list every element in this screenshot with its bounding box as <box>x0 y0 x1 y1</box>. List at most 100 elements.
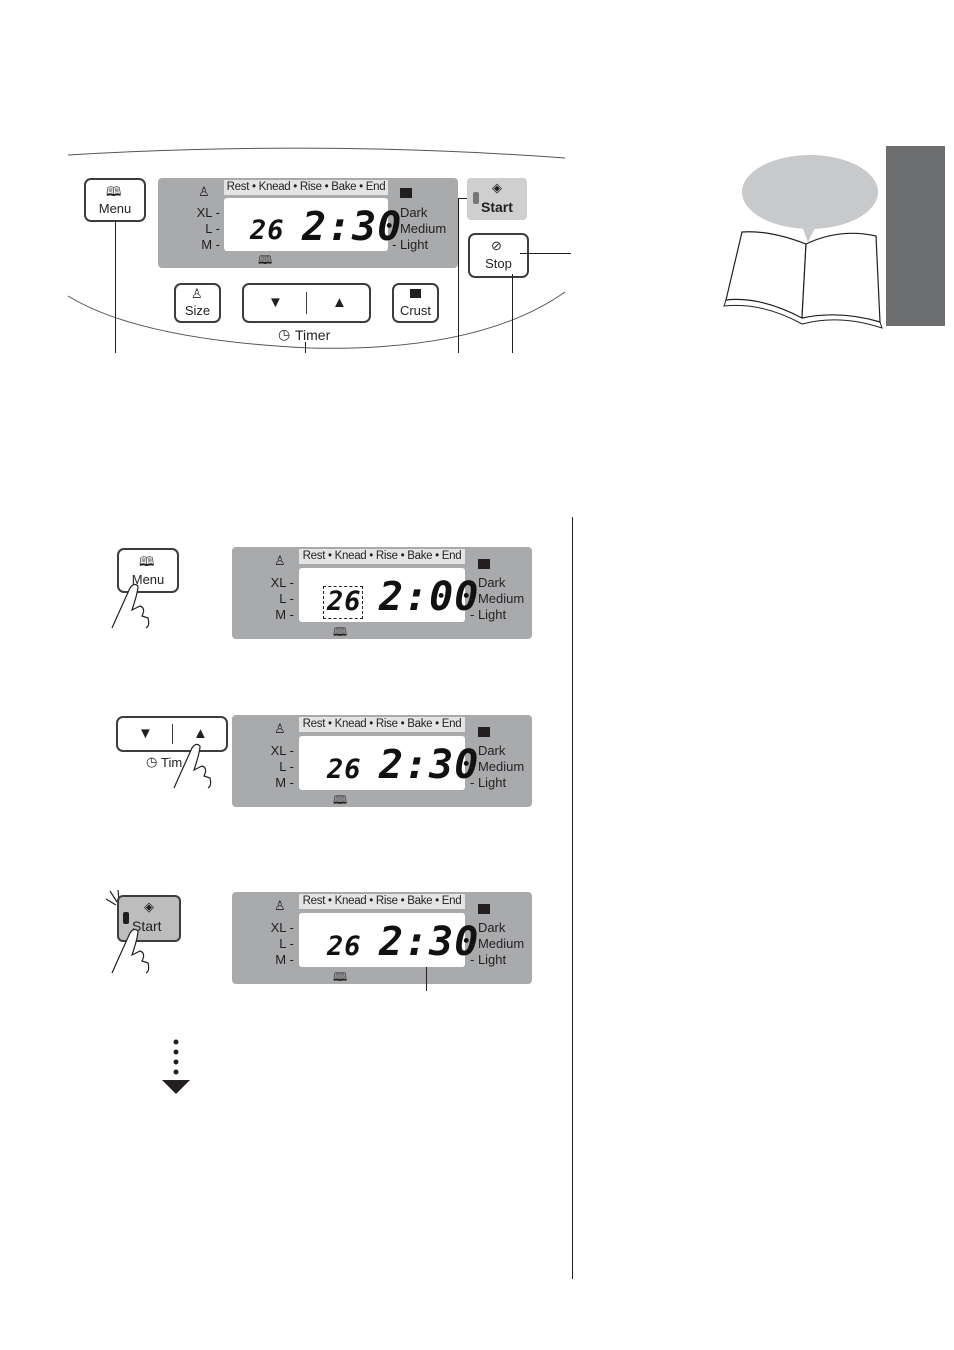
panel-outline <box>67 147 566 349</box>
step-2: ▼ ▲ ◷ Tim ♙ Rest • Knead • Rise • Bake •… <box>0 708 560 818</box>
menu-number-readout: 26 <box>327 586 362 617</box>
leader-line-timer <box>305 342 306 353</box>
step1-button-label: Menu <box>131 572 165 587</box>
step-1: 🕮 Menu ♙ Rest • Knead • Rise • Bake • En… <box>0 540 560 650</box>
menu-number-readout: 26 <box>250 215 285 246</box>
size-button-label: Size <box>184 303 211 318</box>
menu-book-icon: 🕮 <box>139 554 155 569</box>
crust-button-label: Crust <box>399 303 432 318</box>
crust-button[interactable]: Crust <box>392 283 439 323</box>
crust-icon <box>478 727 490 737</box>
stop-button[interactable]: ⊘ Stop <box>468 233 529 278</box>
size-m-label: M - <box>275 775 294 790</box>
start-button[interactable]: ◈ Start <box>467 178 527 220</box>
leader-line-menu <box>115 220 116 353</box>
timer-clock-icon: ◷ <box>146 754 158 769</box>
leader-line-stop <box>512 274 513 353</box>
stop-icon: ⊘ <box>491 238 502 253</box>
timer-up-arrow-icon[interactable]: ▲ <box>193 725 208 742</box>
lcd-screen: 26 2:30 <box>299 736 478 790</box>
crust-medium-label: - Medium <box>470 591 525 606</box>
timer-divider <box>306 292 307 314</box>
timer-down-arrow-icon[interactable]: ▼ <box>268 294 283 311</box>
menu-book-icon: 🕮 <box>106 184 122 199</box>
start-indicator-lamp <box>473 192 479 204</box>
leader-line-stop-h <box>520 253 571 254</box>
crust-icon <box>478 904 490 914</box>
status-strip: Rest • Knead • Rise • Bake • End <box>299 549 465 564</box>
size-loaf-icon: ♙ <box>274 898 286 913</box>
step2-button-label: Tim <box>161 755 183 770</box>
crust-icon <box>400 188 412 198</box>
menu-book-icon: 🕮 <box>333 970 348 984</box>
start-icon: ◈ <box>492 180 502 195</box>
status-strip: Rest • Knead • Rise • Bake • End <box>299 717 465 732</box>
pressing-finger-icon <box>173 743 212 789</box>
time-readout: 2:00 <box>379 574 480 620</box>
size-xl-label: XL - <box>270 575 294 590</box>
step1-lcd-display: ♙ Rest • Knead • Rise • Bake • End XL - … <box>232 547 532 639</box>
step3-start-button[interactable]: ◈ Start <box>117 895 181 942</box>
timer-up-arrow-icon[interactable]: ▲ <box>332 294 347 311</box>
start-indicator-lamp <box>123 912 129 924</box>
crust-light-label: - Light <box>392 237 429 252</box>
crust-dark-label: - Dark <box>470 575 506 590</box>
size-m-label: M - <box>275 952 294 967</box>
timer-clock-icon: ◷ <box>278 326 291 342</box>
crust-icon <box>410 289 421 298</box>
lcd-screen: 26 2:00 <box>299 568 478 622</box>
status-strip: Rest • Knead • Rise • Bake • End <box>224 180 388 195</box>
menu-book-icon: 🕮 <box>258 253 273 267</box>
start-button-label: Start <box>481 199 513 215</box>
stop-button-label: Stop <box>485 256 512 271</box>
timer-arrows-button[interactable]: ▼ ▲ <box>242 283 371 323</box>
crust-medium-label: - Medium <box>470 936 525 951</box>
size-xl-label: XL - <box>270 920 294 935</box>
step-3: ◈ Start ♙ Rest • Knead • Rise • Bake • E… <box>0 885 560 995</box>
leader-line-start-h <box>458 198 467 199</box>
lcd-screen: 26 2:30 <box>224 198 401 251</box>
leader-line-start <box>458 198 459 353</box>
size-xl-label: XL - <box>270 743 294 758</box>
step3-button-label: Start <box>132 918 162 934</box>
size-button[interactable]: ♙ Size <box>174 283 221 323</box>
size-loaf-icon: ♙ <box>274 553 286 568</box>
instruction-book-illustration <box>723 155 883 329</box>
dotted-down-arrow-icon <box>162 1039 190 1094</box>
menu-button-label: Menu <box>98 201 132 216</box>
menu-number-flashing-box <box>323 586 363 619</box>
step1-menu-button[interactable]: 🕮 Menu <box>117 548 179 593</box>
timer-down-arrow-icon[interactable]: ▼ <box>138 725 153 742</box>
timer-divider <box>172 724 173 744</box>
menu-number-readout: 26 <box>327 931 362 962</box>
size-loaf-icon: ♙ <box>274 721 286 736</box>
status-strip: Rest • Knead • Rise • Bake • End <box>299 894 465 909</box>
leader-line-time <box>426 967 427 991</box>
lcd-display: ♙ Rest • Knead • Rise • Bake • End XL - … <box>158 178 458 268</box>
menu-book-icon: 🕮 <box>333 625 348 639</box>
size-loaf-icon: ♙ <box>191 286 203 301</box>
timer-label: Timer <box>295 327 331 343</box>
crust-icon <box>478 559 490 569</box>
size-xl-label: XL - <box>196 205 220 220</box>
size-l-label: L - <box>279 936 294 951</box>
size-m-label: M - <box>275 607 294 622</box>
size-l-label: L - <box>279 591 294 606</box>
crust-light-label: - Light <box>470 775 507 790</box>
control-panel-diagram: 🕮 Menu ♙ Rest • Knead • Rise • Bake • En… <box>0 0 954 360</box>
pressing-finger-icon <box>111 928 150 974</box>
time-readout: 2:30 <box>379 742 480 788</box>
time-readout: 2:30 <box>379 919 480 965</box>
start-icon: ◈ <box>144 899 154 914</box>
menu-button[interactable]: 🕮 Menu <box>84 178 146 222</box>
crust-medium-label: - Medium <box>470 759 525 774</box>
menu-number-readout: 26 <box>327 754 362 785</box>
step2-lcd-display: ♙ Rest • Knead • Rise • Bake • End XL - … <box>232 715 532 807</box>
step2-timer-arrows-button[interactable]: ▼ ▲ <box>116 716 228 752</box>
time-readout: 2:30 <box>302 204 403 250</box>
crust-light-label: - Light <box>470 952 507 967</box>
pressing-finger-icon <box>111 583 150 629</box>
side-tab <box>886 146 945 326</box>
menu-book-icon: 🕮 <box>333 793 348 807</box>
step3-lcd-display: ♙ Rest • Knead • Rise • Bake • End XL - … <box>232 892 532 984</box>
